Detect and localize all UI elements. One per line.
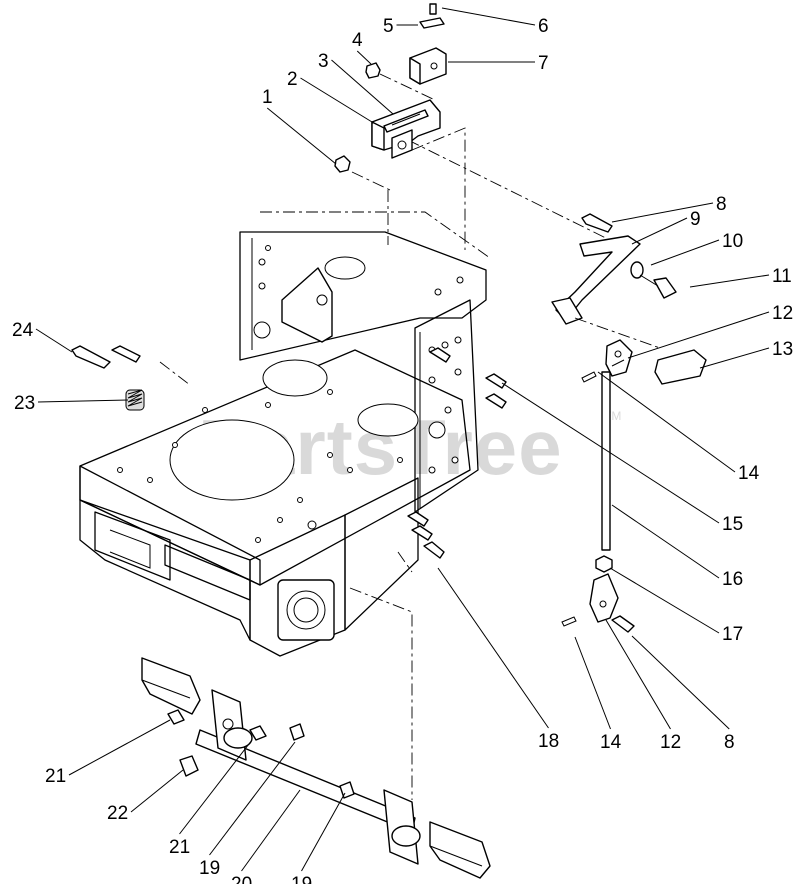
callout-c9: 9 bbox=[690, 209, 701, 230]
callout-leader-c6 bbox=[441, 7, 536, 26]
callout-leader-c23 bbox=[37, 399, 129, 403]
callout-c13: 13 bbox=[772, 339, 793, 360]
callout-leader-c14b bbox=[574, 636, 611, 730]
callout-leader-c2 bbox=[300, 77, 373, 123]
callout-leader-c1 bbox=[266, 107, 337, 165]
callout-c7: 7 bbox=[538, 53, 549, 74]
callout-c19b: 19 bbox=[291, 874, 312, 884]
callout-c23: 23 bbox=[14, 393, 35, 414]
callout-c2: 2 bbox=[287, 69, 298, 90]
callout-c4: 4 bbox=[352, 30, 363, 51]
callout-leader-c12a bbox=[627, 311, 770, 359]
callout-leader-c17 bbox=[609, 567, 720, 634]
callout-leader-c8a bbox=[611, 202, 714, 223]
callout-leader-c19b bbox=[301, 792, 346, 872]
callout-c8b: 8 bbox=[724, 732, 735, 753]
callout-c19a: 19 bbox=[199, 858, 220, 879]
control-linkage bbox=[551, 213, 707, 633]
callout-c1: 1 bbox=[262, 87, 273, 108]
callout-c18: 18 bbox=[538, 731, 559, 752]
callout-leader-c22 bbox=[130, 769, 184, 813]
callout-leader-c19a bbox=[209, 741, 296, 856]
callout-leader-c12b bbox=[605, 619, 671, 730]
callout-c15: 15 bbox=[722, 514, 743, 535]
callout-leader-c21b bbox=[179, 739, 253, 835]
callout-c21b: 21 bbox=[169, 837, 190, 858]
callout-c12a: 12 bbox=[772, 303, 793, 324]
callout-c6: 6 bbox=[538, 16, 549, 37]
callout-c24: 24 bbox=[12, 320, 34, 341]
callout-leader-c8b bbox=[631, 635, 730, 730]
callout-c17: 17 bbox=[722, 624, 743, 645]
callout-c14a: 14 bbox=[738, 463, 760, 484]
callout-c5: 5 bbox=[383, 16, 394, 37]
frame-assembly bbox=[79, 211, 491, 800]
callout-leader-c18 bbox=[437, 567, 549, 729]
axle-assembly bbox=[141, 657, 491, 879]
callout-leader-c24 bbox=[35, 328, 73, 353]
callout-leader-c4 bbox=[356, 50, 372, 65]
callout-leader-c14a bbox=[597, 371, 736, 473]
callout-c14b: 14 bbox=[600, 732, 622, 753]
callout-c10: 10 bbox=[722, 231, 743, 252]
callout-leader-c15 bbox=[501, 382, 720, 524]
callout-c12b: 12 bbox=[660, 732, 681, 753]
callout-leader-c20 bbox=[241, 789, 301, 872]
callout-c11: 11 bbox=[772, 266, 792, 287]
callout-c3: 3 bbox=[318, 51, 329, 72]
fasteners bbox=[71, 345, 507, 559]
callout-leader-c11 bbox=[689, 274, 770, 288]
callout-leader-c13 bbox=[699, 347, 770, 369]
callout-leader-c21a bbox=[68, 719, 171, 776]
callout-leader-c3 bbox=[331, 59, 394, 115]
callout-c22: 22 bbox=[107, 803, 128, 824]
callout-leader-c16 bbox=[611, 504, 720, 579]
callout-c21a: 21 bbox=[45, 766, 66, 787]
upper-bracket-assembly bbox=[334, 3, 631, 251]
callout-c16: 16 bbox=[722, 569, 743, 590]
callout-leader-c9 bbox=[631, 217, 688, 245]
callout-c8a: 8 bbox=[716, 194, 727, 215]
callout-c20: 20 bbox=[231, 874, 252, 884]
callout-leader-c10 bbox=[650, 239, 720, 266]
